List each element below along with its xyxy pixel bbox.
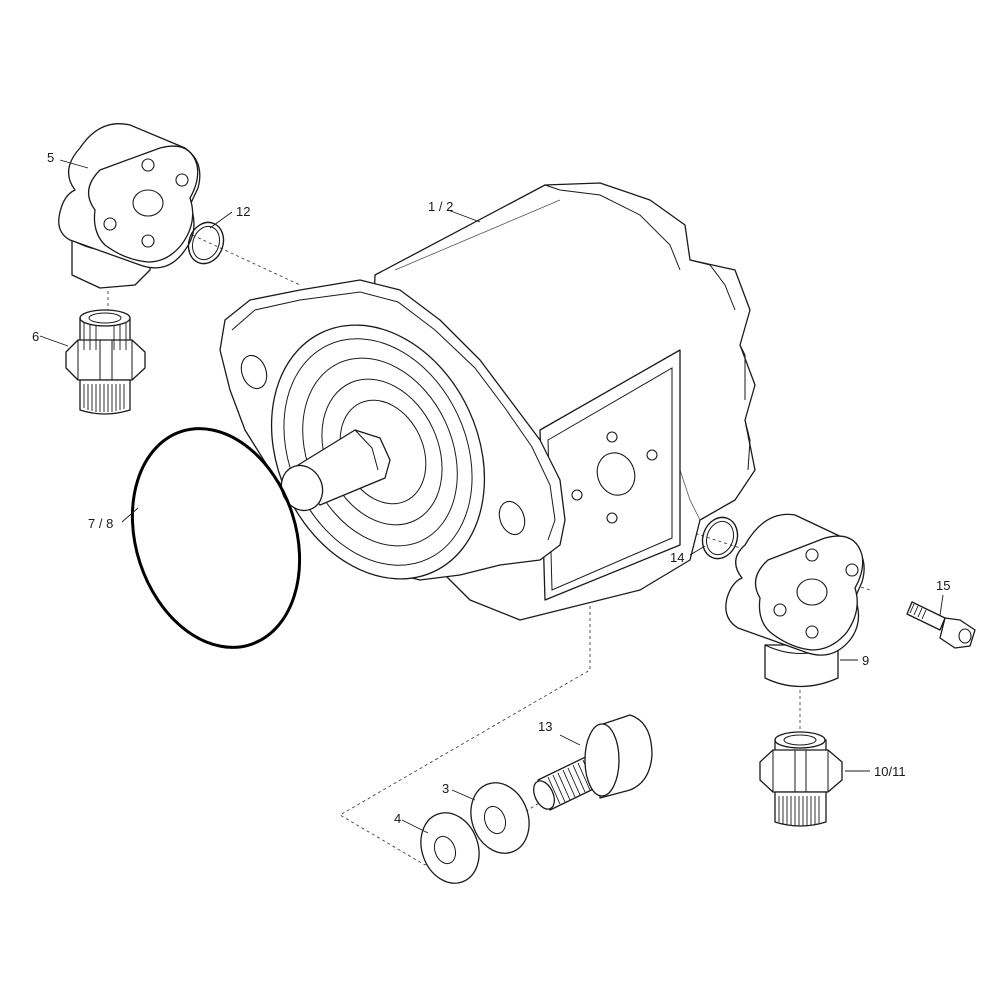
callout-fitting-top: 6 xyxy=(32,329,39,344)
callout-oring-large: 7 / 8 xyxy=(88,516,113,531)
port-plate-main-port xyxy=(596,452,636,496)
callout-fitting-bottom: 10/11 xyxy=(874,764,906,779)
flange-bolt-hole-left xyxy=(240,354,268,390)
callout-seal-bottom: 14 xyxy=(670,550,684,565)
shaft-end xyxy=(280,464,324,512)
top-flange-port xyxy=(132,189,164,217)
callout-flange-top: 5 xyxy=(47,150,54,165)
port-plate-hole-bottom xyxy=(606,512,618,524)
bottom-fitting xyxy=(759,731,843,827)
washer-4 xyxy=(420,812,480,884)
port-plate-hole-top xyxy=(606,431,618,443)
callout-bolt: 13 xyxy=(538,719,552,734)
bottom-flange-hole-3 xyxy=(805,625,819,639)
top-flange-hole-1 xyxy=(141,158,155,172)
bottom-flange-hole-2 xyxy=(845,563,859,577)
washer-3 xyxy=(470,782,530,854)
large-oring xyxy=(130,427,302,649)
leader-lines xyxy=(39,159,944,834)
callout-seal-top: 12 xyxy=(236,204,250,219)
port-plate-hole-left xyxy=(571,489,583,501)
port-plate-hole-right xyxy=(646,449,658,461)
pump-assembly xyxy=(219,182,756,621)
callout-washer-3: 3 xyxy=(442,781,449,796)
callout-labels: 1 / 2 5 6 7 / 8 9 10/11 12 13 14 15 3 4 xyxy=(32,150,950,826)
top-flange-hole-4 xyxy=(103,217,117,231)
flange-bolt-hole-right xyxy=(498,500,526,536)
callout-pump: 1 / 2 xyxy=(428,199,453,214)
bottom-flange-hole-1 xyxy=(805,548,819,562)
bottom-flange-port xyxy=(796,578,828,606)
bolt xyxy=(533,714,653,811)
top-flange xyxy=(58,123,201,289)
callout-screw: 15 xyxy=(936,578,950,593)
bottom-flange xyxy=(725,513,865,688)
top-flange-hole-2 xyxy=(175,173,189,187)
callout-washer-4: 4 xyxy=(394,811,401,826)
bottom-flange-hole-4 xyxy=(773,603,787,617)
top-fitting xyxy=(65,309,146,415)
cap-screw xyxy=(906,601,976,649)
bottom-seal-ring xyxy=(701,516,739,560)
top-flange-hole-3 xyxy=(141,234,155,248)
callout-flange-bottom: 9 xyxy=(862,653,869,668)
